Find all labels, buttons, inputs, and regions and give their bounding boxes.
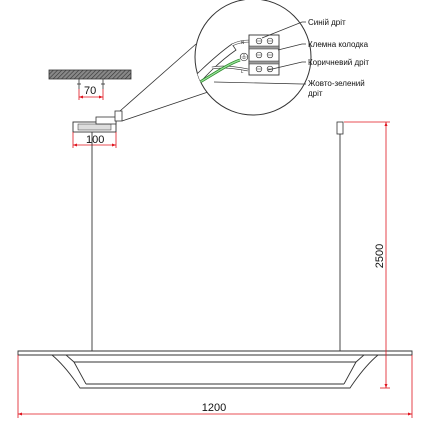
canopy [72, 110, 123, 133]
length-value: 1200 [202, 402, 226, 414]
ceiling-plate [48, 69, 132, 80]
ground-wire-label-line1: Жовто-зелений [308, 79, 365, 88]
zoom-leader-lines [119, 43, 209, 122]
luminaire-body [17, 350, 413, 389]
length-dimension: 1200 [17, 355, 413, 418]
terminal-neutral-label: N [241, 40, 244, 45]
blue-wire-label: Синій дріт [308, 18, 346, 27]
terminal-live-label: L [241, 69, 244, 74]
brown-wire-label: Коричневий дріт [308, 58, 369, 67]
height-value: 2500 [374, 244, 386, 268]
mount-spacing-dimension: 70 [78, 85, 104, 100]
height-dimension: 2500 [344, 121, 390, 389]
right-cable-fitting [336, 121, 344, 135]
ceiling-screws [77, 79, 105, 89]
callout-lines [213, 21, 306, 85]
mount-width-dimension: 100 [72, 132, 117, 148]
ground-symbol-icon [239, 52, 249, 62]
suspension-cables [91, 132, 341, 353]
mount-width-value: 100 [86, 134, 104, 146]
mount-spacing-value: 70 [84, 85, 96, 97]
ground-wire-label-line2: дріт [308, 89, 323, 98]
wiring-detail-circle: N L [194, 0, 312, 116]
terminal-block-label: Клемна колодка [308, 40, 369, 49]
